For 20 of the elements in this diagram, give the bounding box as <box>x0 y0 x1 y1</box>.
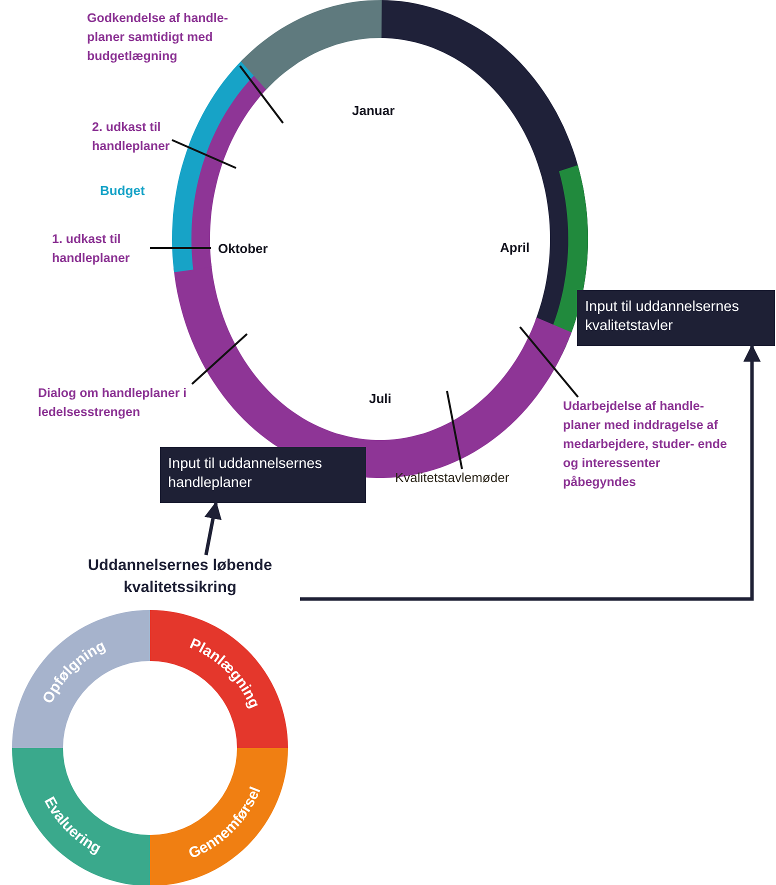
leader-line <box>191 333 248 385</box>
segment-label: Budget <box>100 183 145 198</box>
cycle-heading: Uddannelsernes løbende kvalitetssikring <box>60 555 300 599</box>
month-label: Januar <box>352 103 395 118</box>
annotation-text: Godkendelse af handle- planer samtidigt med budgetlægning <box>87 9 247 66</box>
annotation-text: 1. udkast til handleplaner <box>52 230 150 268</box>
input-box: Input til uddannelsernes kvalitetstavler <box>577 290 775 346</box>
leader-line <box>519 326 579 398</box>
month-label: April <box>500 240 530 255</box>
annotation-text: 2. udkast til handleplaner <box>92 118 172 156</box>
month-label: Juli <box>369 391 392 406</box>
arrow <box>300 344 761 601</box>
leader-line <box>239 65 284 124</box>
input-box: Input til uddannelsernes handleplaner <box>160 447 366 503</box>
arrow <box>204 501 222 556</box>
annotation-text: Dialog om handleplaner i ledelsesstrengen <box>38 384 268 422</box>
month-label: Oktober <box>218 241 268 256</box>
annotation-text: Udarbejdelse af handle- planer med inddragelse af medarbejdere, studer- ende og interessenter påbegyndes <box>563 397 731 492</box>
leader-line <box>150 247 211 249</box>
annotation-text: Kvalitetstavlemøder <box>395 469 510 487</box>
